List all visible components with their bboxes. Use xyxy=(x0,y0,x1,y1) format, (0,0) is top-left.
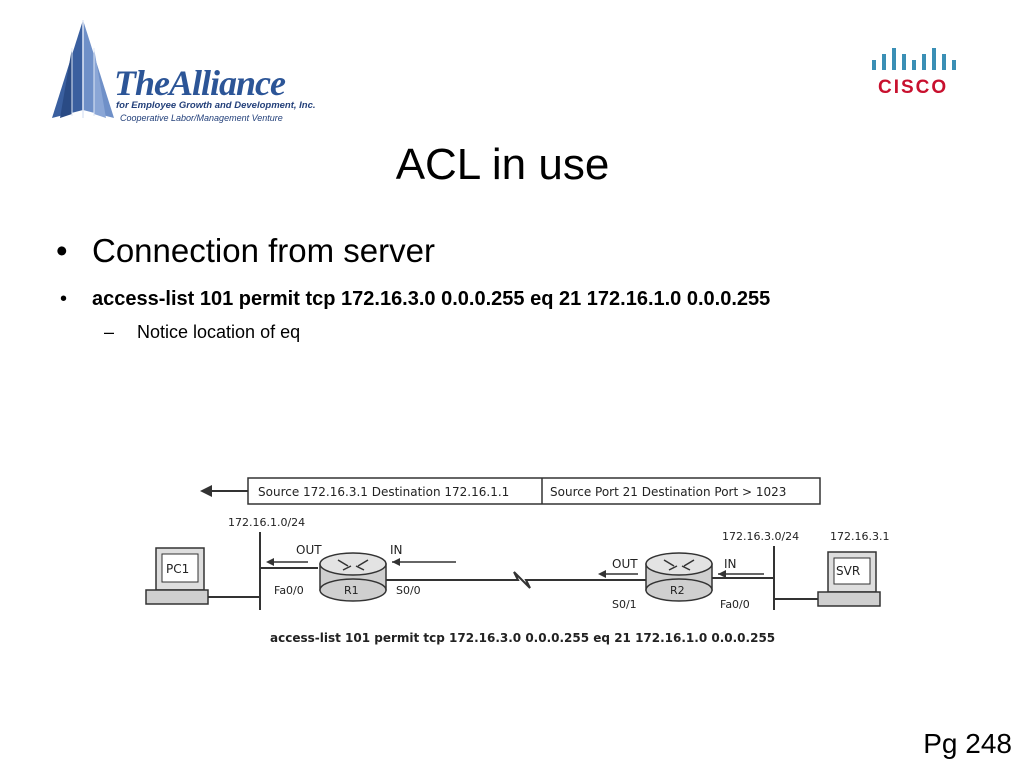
network-diagram: Source 172.16.3.1 Destination 172.16.1.1… xyxy=(145,477,889,645)
r1-out-label: OUT xyxy=(296,543,322,557)
bullet-text: Connection from server xyxy=(92,232,435,269)
alliance-brand: TheAlliance xyxy=(114,63,286,103)
bullet-text: access-list 101 permit tcp 172.16.3.0 0.… xyxy=(92,288,771,310)
cisco-logo: CISCO xyxy=(868,44,960,100)
bullet-marker: • xyxy=(60,288,68,310)
host-right-ip: 172.16.3.1 xyxy=(830,530,889,543)
alliance-logo: TheAlliance for Employee Growth and Deve… xyxy=(48,18,316,128)
server-icon: SVR xyxy=(817,551,881,607)
r2-in-label: IN xyxy=(724,557,737,571)
net-left-label: 172.16.1.0/24 xyxy=(228,516,305,529)
r1-name: R1 xyxy=(344,584,359,597)
r1-fa-label: Fa0/0 xyxy=(274,584,304,597)
r2-s-label: S0/1 xyxy=(612,598,637,611)
alliance-subtagline: Cooperative Labor/Management Venture xyxy=(120,113,283,123)
cisco-bridge-icon xyxy=(872,48,956,70)
pc-label: PC1 xyxy=(166,562,189,576)
r2-out-label: OUT xyxy=(612,557,638,571)
r2-fa-label: Fa0/0 xyxy=(720,598,750,611)
header-source-dest: Source 172.16.3.1 Destination 172.16.1.1 xyxy=(258,485,509,499)
alliance-tagline: for Employee Growth and Development, Inc… xyxy=(116,100,316,111)
net-right-label: 172.16.3.0/24 xyxy=(722,530,799,543)
cisco-brand: CISCO xyxy=(878,77,949,98)
page-number: Pg 248 xyxy=(923,728,1012,759)
header-ports: Source Port 21 Destination Port > 1023 xyxy=(550,485,786,499)
router-r1-icon: R1 xyxy=(319,552,387,602)
r1-in-label: IN xyxy=(390,543,403,557)
subbullet-text: Notice location of eq xyxy=(137,322,301,342)
router-r2-icon: R2 xyxy=(645,552,713,602)
acl-caption: access-list 101 permit tcp 172.16.3.0 0.… xyxy=(270,631,775,645)
slide-title: ACL in use xyxy=(395,140,610,189)
r1-s-label: S0/0 xyxy=(396,584,421,597)
subbullet-marker: – xyxy=(104,322,115,342)
pc-icon: PC1 xyxy=(145,547,209,605)
serial-link xyxy=(386,571,616,589)
bullet-marker: • xyxy=(56,232,68,269)
svr-label: SVR xyxy=(836,564,860,578)
r2-name: R2 xyxy=(670,584,685,597)
pyramid-icon xyxy=(52,20,114,118)
